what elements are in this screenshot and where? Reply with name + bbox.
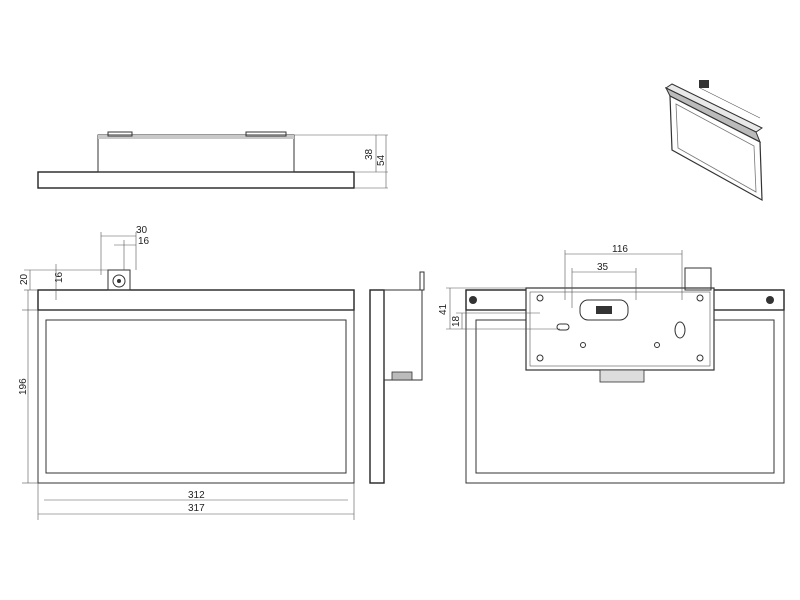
- dim-30: 30: [136, 225, 148, 236]
- section-view: [369, 271, 425, 484]
- top-side-view: [37, 131, 388, 189]
- dim-16-left: 16: [54, 271, 65, 283]
- dim-196: 196: [18, 378, 29, 395]
- dim-317: 317: [188, 503, 205, 514]
- dim-41: 41: [438, 303, 449, 315]
- dim-54: 54: [376, 154, 387, 166]
- dim-20: 20: [19, 273, 30, 285]
- dim-18: 18: [451, 315, 462, 327]
- dim-38: 38: [364, 148, 375, 160]
- dim-16-top: 16: [138, 236, 150, 247]
- front-view: [22, 232, 355, 520]
- dim-35: 35: [597, 262, 609, 273]
- dim-116: 116: [612, 244, 628, 255]
- isometric-view: [664, 80, 764, 202]
- back-view: [446, 250, 785, 484]
- dim-312: 312: [188, 490, 205, 501]
